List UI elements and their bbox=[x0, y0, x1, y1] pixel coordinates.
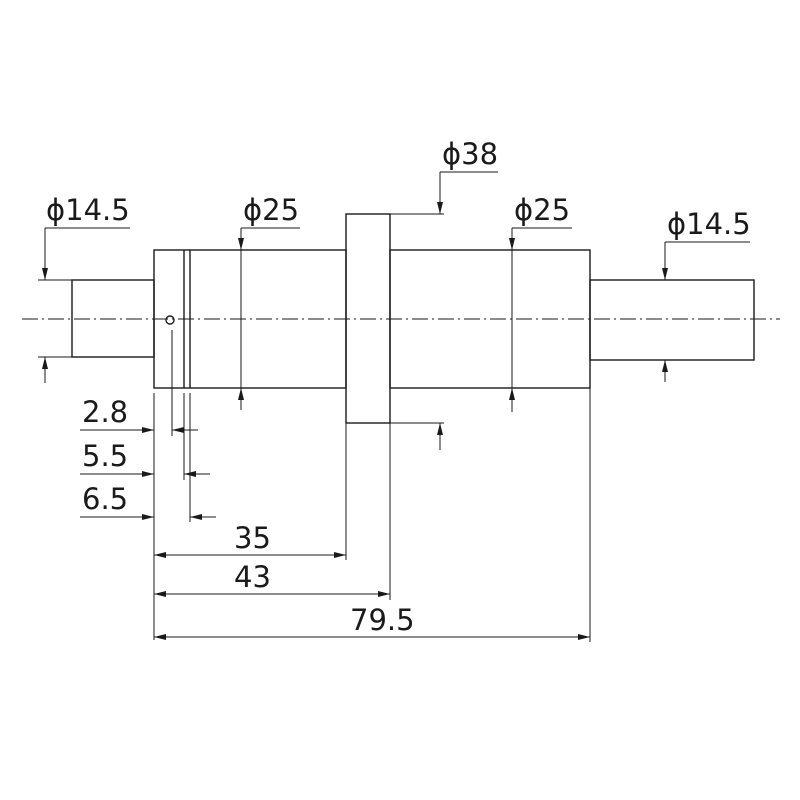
dim-43: 43 bbox=[154, 560, 390, 597]
dim-label-left-body: ϕ25 bbox=[243, 193, 299, 227]
dim-right-journal: ϕ14.5 bbox=[662, 207, 751, 382]
dim-label-collar: ϕ38 bbox=[442, 137, 498, 171]
dim-collar: ϕ38 bbox=[390, 137, 498, 450]
dim-label-79-5: 79.5 bbox=[350, 603, 415, 637]
dim-right-body: ϕ25 bbox=[509, 193, 572, 412]
dim-35: 35 bbox=[154, 521, 346, 558]
dim-5-5: 5.5 bbox=[80, 439, 210, 477]
dim-label-43: 43 bbox=[234, 560, 271, 594]
dim-6-5: 6.5 bbox=[80, 482, 216, 520]
dim-label-right-journal: ϕ14.5 bbox=[667, 207, 751, 241]
dim-label-2-8: 2.8 bbox=[82, 395, 128, 429]
dim-label-right-body: ϕ25 bbox=[514, 193, 570, 227]
dim-label-6-5: 6.5 bbox=[82, 482, 128, 516]
dim-79-5: 79.5 bbox=[154, 603, 590, 640]
dim-label-5-5: 5.5 bbox=[82, 439, 128, 473]
dim-label-35: 35 bbox=[234, 521, 271, 555]
dim-2-8: 2.8 bbox=[80, 395, 198, 433]
dim-left-body: ϕ25 bbox=[238, 193, 300, 410]
right-journal bbox=[589, 279, 755, 361]
dim-label-left-journal: ϕ14.5 bbox=[46, 193, 130, 227]
dim-left-journal: ϕ14.5 bbox=[38, 193, 130, 383]
pin-hole bbox=[165, 315, 175, 325]
